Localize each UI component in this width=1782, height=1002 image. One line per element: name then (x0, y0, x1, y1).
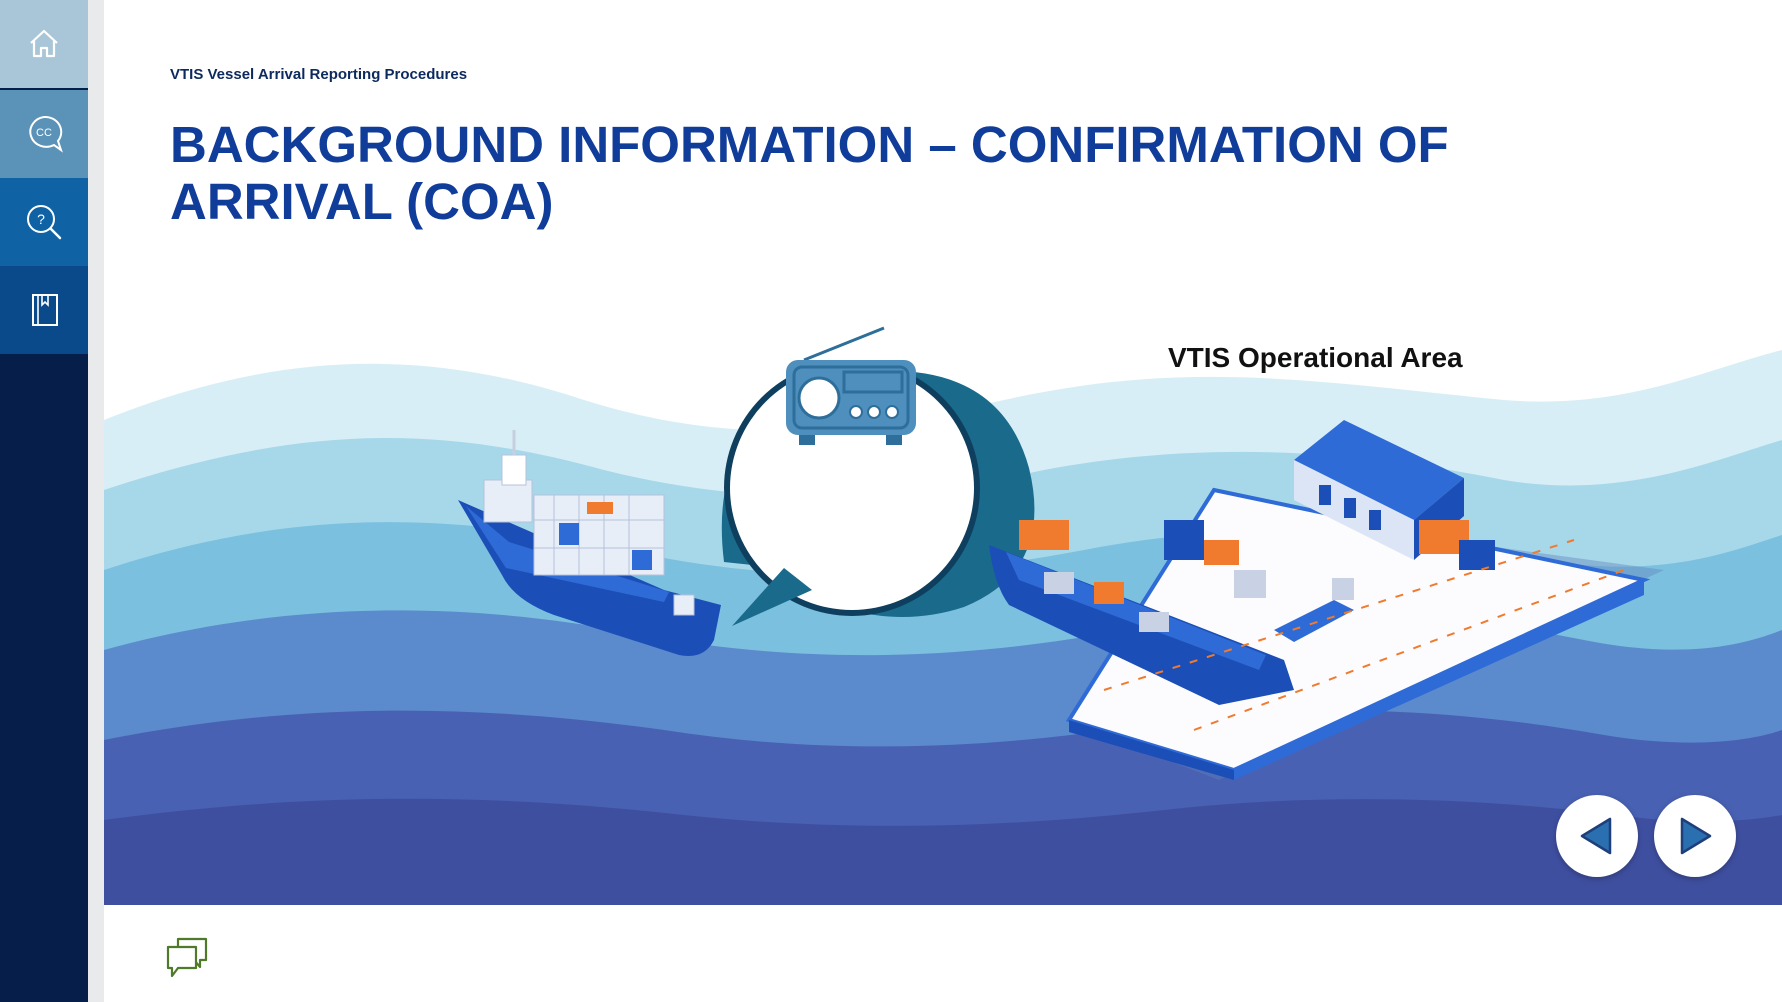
page-title: BACKGROUND INFORMATION – CONFIRMATION OF… (170, 116, 1449, 230)
triangle-left-icon (1580, 817, 1612, 855)
help-search-icon: ? (27, 205, 62, 240)
speech-bubble (721, 326, 1035, 626)
container-ship-icon (458, 430, 721, 656)
sidebar: CC ? (0, 0, 88, 1002)
triangle-right-icon (1680, 817, 1712, 855)
help-label: ? (37, 211, 45, 227)
maritime-illustration (104, 326, 1782, 905)
home-icon (30, 29, 58, 58)
book-icon (32, 294, 58, 326)
comments-icon[interactable] (164, 935, 210, 981)
radio-icon (786, 326, 916, 445)
course-title: VTIS Vessel Arrival Reporting Procedures (170, 66, 468, 83)
home-button[interactable] (0, 0, 88, 88)
captions-button[interactable]: CC (0, 90, 88, 178)
operational-area-label: VTIS Operational Area (1168, 342, 1463, 373)
glossary-button[interactable] (0, 266, 88, 354)
closed-captions-icon: CC (29, 115, 63, 153)
previous-button[interactable] (1556, 795, 1638, 877)
bottom-bar (104, 905, 1782, 1002)
captions-label: CC (36, 127, 52, 139)
slide-content: VTIS Vessel Arrival Reporting Procedures… (104, 0, 1782, 905)
port-terminal-icon (989, 420, 1664, 780)
sidebar-gutter (88, 0, 104, 1002)
help-button[interactable]: ? (0, 178, 88, 266)
next-button[interactable] (1654, 795, 1736, 877)
wave-layer-6 (104, 798, 1782, 905)
